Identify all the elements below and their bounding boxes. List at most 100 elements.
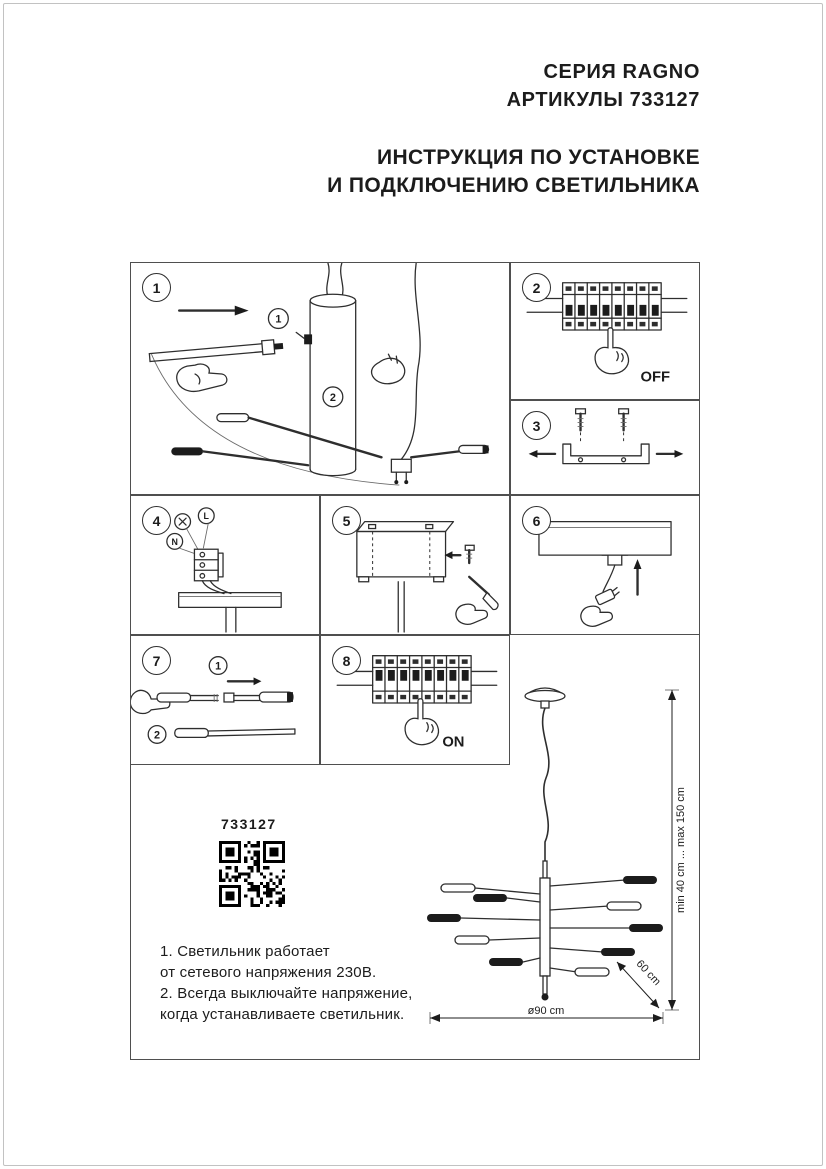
instruction-title-line1: ИНСТРУКЦИЯ ПО УСТАНОВКЕ <box>376 146 700 169</box>
svg-text:N: N <box>172 537 178 547</box>
power-cord <box>400 263 421 460</box>
arrow-left-icon <box>444 551 462 560</box>
step-2-badge: 2 <box>522 273 551 302</box>
step-6-badge: 6 <box>522 506 551 535</box>
svg-text:1: 1 <box>215 660 221 672</box>
series-title: СЕРИЯ RAGNO <box>543 61 700 83</box>
hand-pointing-up-icon <box>594 327 630 375</box>
switch-state-label: OFF <box>640 369 670 385</box>
hand-icon <box>176 363 228 393</box>
dimension-rod-label: 60 cm <box>634 958 663 988</box>
rod-pieces <box>156 691 294 703</box>
terminal-block <box>193 548 224 582</box>
canopy-stem <box>601 554 629 566</box>
wire-x-marker <box>174 513 192 531</box>
circuit-breaker-block <box>336 655 498 704</box>
dimension-diameter-label: ø90 cm <box>528 1005 565 1017</box>
svg-text:2: 2 <box>330 392 336 404</box>
instruction-title-line2: И ПОДКЛЮЧЕНИЮ СВЕТИЛЬНИКА <box>327 174 700 197</box>
panel-step-7: 7 1 2 <box>130 635 320 765</box>
wire <box>209 580 232 595</box>
step-1-illustration: 1 2 <box>148 263 490 486</box>
step-8-badge: 8 <box>332 646 361 675</box>
junction-box <box>390 458 412 485</box>
hand-pointing-up-icon <box>404 698 440 746</box>
note-line: 2. Всегда выключайте напряжение, <box>160 985 413 1002</box>
central-column <box>539 860 551 1001</box>
power-cord <box>602 564 616 593</box>
step-6-illustration <box>538 520 672 627</box>
arrow-left-icon <box>528 449 557 458</box>
panel-step-5: 5 <box>320 495 510 635</box>
panel-step-4: 4 L N <box>130 495 320 635</box>
mounting-bracket <box>562 443 650 465</box>
motion-arc <box>151 354 400 486</box>
screw <box>464 544 475 565</box>
ceiling-canopy <box>178 591 282 633</box>
step-4-badge: 4 <box>142 506 171 535</box>
note-line: от сетевого напряжения 230В. <box>160 964 377 981</box>
wire <box>201 580 225 595</box>
inset-number-2: 2 <box>147 724 167 744</box>
step-3-badge: 3 <box>522 411 551 440</box>
dimension-diameter: ø90 cm <box>429 1005 664 1024</box>
step-4-illustration: L N <box>166 507 282 633</box>
hand-icon <box>370 353 406 385</box>
radiating-rods <box>427 876 663 977</box>
suspension-cord <box>541 707 550 861</box>
dimension-height: min 40 cm ... max 150 cm <box>665 689 687 1011</box>
svg-text:2: 2 <box>154 729 160 741</box>
page-border <box>3 3 823 1166</box>
wire-l-marker: L <box>197 507 215 525</box>
panel-step-3: 3 <box>510 400 700 495</box>
step-3-illustration <box>528 408 684 465</box>
screwdriver-icon <box>468 575 499 611</box>
inset-number-2: 2 <box>322 386 344 408</box>
mounting-screw <box>618 408 630 445</box>
hand-icon <box>455 603 489 625</box>
switch-state-label: ON <box>442 734 464 750</box>
panel-step-8: 8 ON <box>320 635 510 765</box>
arrow-right-icon <box>178 305 249 316</box>
dimension-rod: 60 cm <box>616 958 663 1009</box>
step-5-badge: 5 <box>332 506 361 535</box>
led-tubes <box>171 413 490 467</box>
arrow-right-icon <box>655 449 684 458</box>
panel-step-2: 2 OFF <box>510 262 700 400</box>
step-7-illustration: 1 2 <box>131 656 296 744</box>
panel-step-1: 1 1 <box>130 262 510 495</box>
header: СЕРИЯ RAGNO АРТИКУЛЫ 733127 ИНСТРУКЦИЯ П… <box>327 58 700 200</box>
inset-number-1: 1 <box>267 307 289 330</box>
mounting-screw <box>574 408 587 445</box>
panel-step-6: 6 <box>510 495 700 635</box>
arrow-up-icon <box>633 559 642 596</box>
assembled-rod <box>174 727 296 739</box>
circuit-breaker-block <box>526 282 688 331</box>
note-line: 1. Светильник работает <box>160 943 330 960</box>
articles-title: АРТИКУЛЫ 733127 <box>506 89 700 111</box>
hand-pointing-right-icon <box>131 689 171 715</box>
rod-socket <box>304 334 313 345</box>
hand-icon <box>580 605 613 627</box>
dimension-height-label: min 40 cm ... max 150 cm <box>675 787 687 913</box>
step-1-badge: 1 <box>142 273 171 302</box>
safety-notes: 1. Светильник работает от сетевого напря… <box>160 941 412 1025</box>
ceiling-slab <box>538 520 672 556</box>
step-8-illustration: ON <box>336 655 498 750</box>
svg-text:L: L <box>204 511 210 521</box>
note-line: когда устанавливаете светильник. <box>160 1006 405 1023</box>
step-2-illustration: OFF <box>526 282 688 385</box>
article-number: 733127 <box>221 816 277 832</box>
arrow-right-icon <box>226 677 262 686</box>
connector-plug <box>594 586 620 606</box>
svg-text:1: 1 <box>275 313 281 325</box>
qr-code <box>219 841 285 907</box>
lamp-rod <box>148 339 284 363</box>
inset-number-1: 1 <box>208 656 228 676</box>
step-5-illustration <box>356 520 499 633</box>
canopy-box <box>356 520 455 633</box>
wire-n-marker: N <box>166 532 184 550</box>
chandelier-drawing: min 40 cm ... max 150 cm 60 cm ø90 cm <box>427 687 687 1024</box>
lamp-column <box>295 263 357 477</box>
